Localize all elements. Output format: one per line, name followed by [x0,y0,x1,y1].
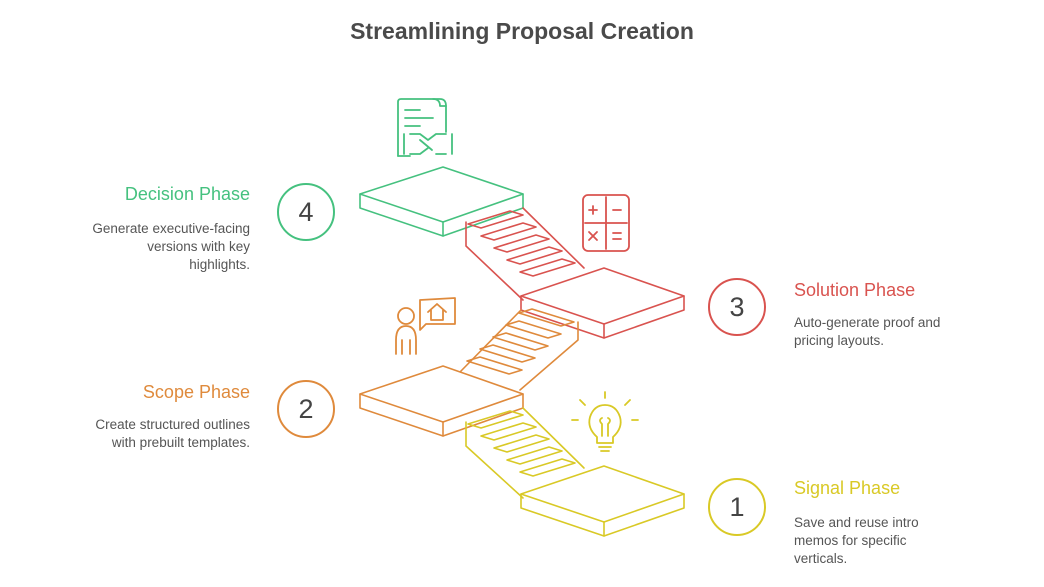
solution-desc-line: Auto-generate proof and [794,315,941,330]
phase-number-1: 1 [708,478,766,536]
scope-phase-desc: Create structured outlines with prebuilt… [95,416,250,452]
orange-staircase [459,308,579,391]
scope-desc-line: Create structured outlines [95,417,250,432]
signal-phase-title: Signal Phase [794,478,901,498]
diagram-title: Streamlining Proposal Creation [350,18,694,44]
scope-phase-title: Scope Phase [142,382,250,402]
yellow-staircase [465,407,585,499]
solution-phase-desc: Auto-generate proof and pricing layouts. [794,314,940,350]
phase-number-2: 2 [277,380,335,438]
decision-desc-line: Generate executive-facing [92,221,250,236]
signal-desc-line: verticals. [794,551,848,566]
phase-number-4: 4 [277,183,335,241]
person-house-icon [395,297,456,355]
decision-phase-desc: Generate executive-facing versions with … [92,220,250,274]
signal-phase-desc: Save and reuse intro memos for specific … [794,514,919,568]
decision-desc-line: versions with key [147,239,250,254]
decision-desc-line: highlights. [189,257,250,272]
phase-number-3: 3 [708,278,766,336]
lightbulb-icon [571,391,639,452]
red-staircase [465,207,585,301]
calculator-icon [582,194,630,252]
decision-platform [359,166,524,237]
solution-platform [520,267,685,339]
scope-platform [359,365,524,437]
decision-phase-title: Decision Phase [124,184,250,204]
signal-platform [520,465,685,537]
signal-desc-line: Save and reuse intro [794,515,919,530]
signal-desc-line: memos for specific [794,533,907,548]
contract-handshake-icon [397,98,453,157]
solution-phase-title: Solution Phase [794,280,916,300]
scope-desc-line: with prebuilt templates. [111,435,250,450]
solution-desc-line: pricing layouts. [794,333,885,348]
